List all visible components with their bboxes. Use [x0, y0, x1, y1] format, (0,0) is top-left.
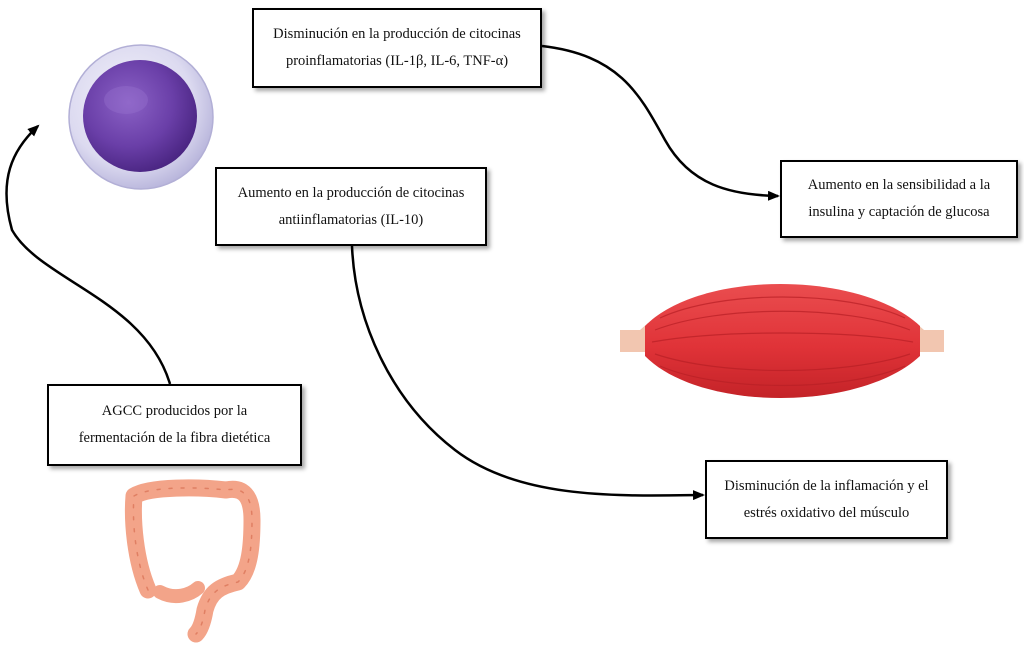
immune-cell-icon	[68, 44, 214, 190]
insulin-sensitivity-box: Aumento en la sensibilidad a la insulina…	[780, 160, 1018, 238]
muscle-icon	[620, 284, 944, 398]
agcc-box: AGCC producidos por la fermentación de l…	[47, 384, 302, 466]
inflammation-line-1: Disminución de la inflamación y el	[724, 477, 929, 494]
antiinflammatory-line-1: Aumento en la producción de citocinas	[237, 184, 465, 201]
agcc-line-1: AGCC producidos por la	[101, 403, 248, 419]
arrows	[5, 44, 780, 501]
muscle-inflammation-box: Disminución de la inflamación y el estré…	[705, 460, 948, 539]
proinflammatory-line-1: Disminución en la producción de citocina…	[273, 26, 521, 42]
proinflammatory-cytokines-box: Disminución en la producción de citocina…	[252, 8, 542, 88]
antiinflammatory-cytokines-box: Aumento en la producción de citocinas an…	[215, 167, 487, 246]
insulin-line-1: Aumento en la sensibilidad a la	[807, 177, 991, 193]
insulin-line-2: insulina y captación de glucosa	[808, 204, 990, 220]
proinflammatory-line-2: proinflamatorias (IL-1β, IL-6, TNF-α)	[285, 53, 509, 69]
inflammation-line-2: estrés oxidativo del músculo	[743, 504, 910, 521]
arrow-pro-to-insulin	[541, 44, 780, 201]
antiinflammatory-line-2: antiinflamatorias (IL-10)	[278, 211, 424, 228]
arrow-agcc-to-cell	[5, 124, 172, 385]
agcc-line-2: fermentación de la fibra dietética	[78, 430, 271, 446]
colon-icon	[124, 479, 261, 643]
arrow-anti-to-inflammation	[350, 245, 705, 501]
